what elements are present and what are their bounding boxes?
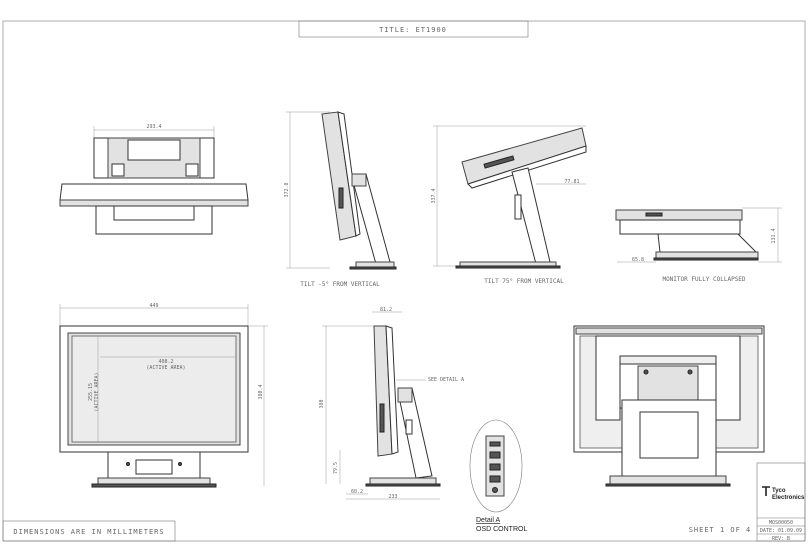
collapsed-depth-dim: 65.8 <box>632 257 644 263</box>
part-number: MOS00050 <box>769 520 793 526</box>
collapsed-view: 131.4 65.8 MONITOR FULLY COLLAPSED <box>615 207 782 283</box>
tilt-75-caption: TILT 75° FROM VERTICAL <box>484 278 564 285</box>
side-bottom-height-dim: 79.5 <box>333 462 339 474</box>
detail-a-sublabel: OSD CONTROL <box>476 526 527 533</box>
side-base-dim: 233 <box>388 494 397 500</box>
top-view-width-dim: 293.4 <box>146 124 161 130</box>
detail-a-view: Detail A OSD CONTROL <box>469 419 527 533</box>
detail-a-label: Detail A <box>476 517 500 524</box>
front-active-area-v-label: (ACTIVE AREA) <box>94 372 100 411</box>
tyco-logo: Tyco Electronics <box>762 486 805 501</box>
side-view: 81.2 380 79.5 60.2 233 SEE DETAIL A <box>319 307 464 500</box>
drawing-title: TITLE: ET1900 <box>379 26 447 34</box>
collapsed-caption: MONITOR FULLY COLLAPSED <box>662 276 745 283</box>
tilt-minus5-view: 372.8 TILT -5° FROM VERTICAL <box>284 111 397 288</box>
drawing-rev: REV: B <box>772 536 790 542</box>
top-view: 293.4 <box>59 124 249 235</box>
sheet-number: SHEET 1 OF 4 <box>689 526 752 534</box>
dimensions-note-box <box>2 520 176 542</box>
title-block <box>756 462 806 542</box>
side-height-dim: 380 <box>319 399 325 408</box>
front-width-dim: 449 <box>149 303 158 309</box>
see-detail-label: SEE DETAIL A <box>428 377 464 383</box>
company-name-line1: Tyco <box>772 488 786 494</box>
tilt-75-offset-dim: 77.81 <box>564 179 579 185</box>
tilt-minus5-caption: TILT -5° FROM VERTICAL <box>300 281 380 288</box>
company-name-line2: Electronics <box>772 495 805 501</box>
side-foot-dim: 60.2 <box>351 489 363 495</box>
front-active-height-dim: 255.15 <box>88 383 94 401</box>
title-box <box>298 20 529 38</box>
front-view: 449 408.2 (ACTIVE AREA) 255.15 (ACTIVE A… <box>59 303 268 488</box>
dimensions-note: DIMENSIONS ARE IN MILLIMETERS <box>13 528 164 536</box>
tilt-75-height-dim: 337.4 <box>431 188 437 203</box>
front-active-width-dim: 408.2 <box>158 359 173 365</box>
side-top-dim: 81.2 <box>380 307 392 313</box>
collapsed-height-dim: 131.4 <box>771 228 777 243</box>
tilt-minus5-height-dim: 372.8 <box>284 182 290 197</box>
drawing-date: DATE: 01.09.09 <box>760 528 802 534</box>
front-active-area-label: (ACTIVE AREA) <box>146 365 185 371</box>
front-height-dim: 380.4 <box>258 384 264 399</box>
rear-view <box>573 325 765 487</box>
tilt-75-view: 337.4 77.81 TILT 75° FROM VERTICAL <box>431 125 587 285</box>
